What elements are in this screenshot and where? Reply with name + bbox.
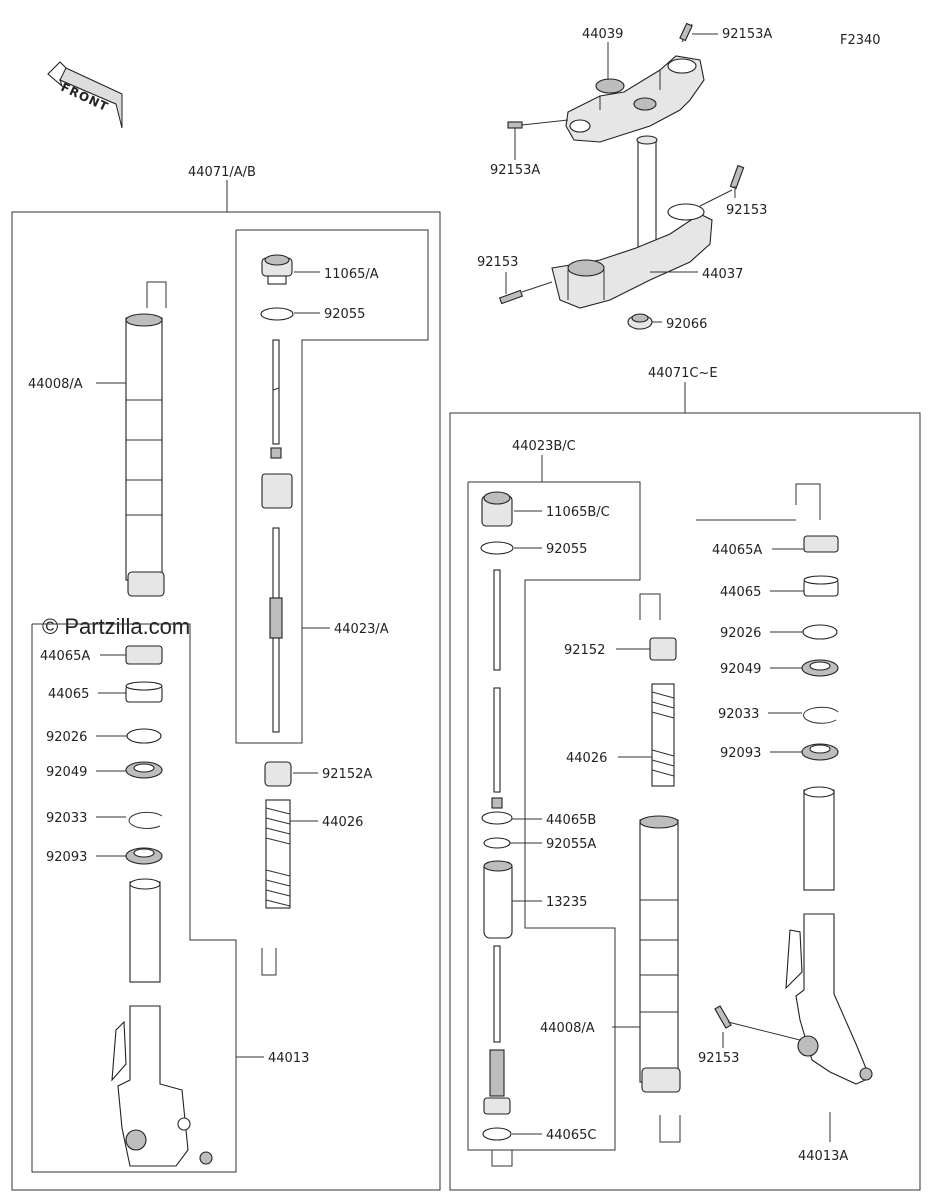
label-44039: 44039 [582, 27, 623, 42]
label-92026-right: 92026 [720, 626, 761, 641]
label-92055-left: 92055 [324, 307, 365, 322]
bushing-44065-right [803, 575, 839, 597]
label-92066: 92066 [666, 317, 707, 332]
label-92093-left: 92093 [46, 850, 87, 865]
label-92033-left: 92033 [46, 811, 87, 826]
label-92153-left: 92153 [477, 255, 518, 270]
cap-bolt-11065A [261, 254, 293, 285]
label-11065A: 11065/A [324, 267, 379, 282]
inner-tube-44013 [111, 878, 213, 1167]
group-box-44071AB [11, 180, 441, 1191]
bushing-44065-left [125, 681, 163, 703]
label-44065C: 44065C [546, 1128, 596, 1143]
cap-92066 [627, 313, 653, 330]
label-44065-left: 44065 [48, 687, 89, 702]
circlip-92033-right [803, 706, 839, 724]
bolt-92153-right [699, 164, 745, 207]
label-92055-mid: 92055 [546, 542, 587, 557]
oil-seal-92049-right [801, 659, 839, 677]
label-44065B: 44065B [546, 813, 596, 828]
washer-92026-left [126, 728, 162, 744]
bolt-92153-lower [714, 1005, 801, 1041]
group-box-44071CE [449, 382, 921, 1191]
inner-tube-44013A [785, 786, 873, 1085]
label-44023BC: 44023B/C [512, 439, 576, 454]
upper-bracket-44039 [565, 55, 705, 143]
steering-stem-44037 [551, 135, 713, 309]
nut-92152 [649, 637, 677, 661]
damper-rod-44023BC [481, 569, 513, 849]
diagram-ref-code: F2340 [840, 33, 881, 48]
label-44065-right: 44065 [720, 585, 761, 600]
label-44071CE: 44071C~E [648, 366, 718, 381]
label-44013A: 44013A [798, 1149, 848, 1164]
washer-92026-right [802, 624, 838, 640]
outer-tube-44008A-left [125, 281, 167, 597]
oil-seal-92049-left [125, 761, 163, 779]
dust-seal-92093-left [125, 847, 163, 865]
label-92049-left: 92049 [46, 765, 87, 780]
label-92049-right: 92049 [720, 662, 761, 677]
spring-44026-left [261, 799, 291, 976]
cartridge-13235 [483, 860, 513, 939]
bolt-92153-left [498, 281, 553, 305]
oring-92055-mid [480, 541, 514, 555]
spring-44026-mid [651, 683, 675, 787]
label-92153-right: 92153 [726, 203, 767, 218]
dust-seal-92093-right [801, 743, 839, 761]
cap-bolt-11065BC [481, 491, 513, 527]
outer-tube-44008A-mid [639, 815, 681, 1143]
subbox-44023BC [467, 481, 641, 1151]
label-44008A-mid: 44008/A [540, 1021, 595, 1036]
bushing-44065A-left [125, 645, 163, 665]
bushing-44065A-right [803, 535, 839, 553]
bolt-92153A-left [507, 119, 569, 129]
label-92152: 92152 [564, 643, 605, 658]
label-92033-right: 92033 [718, 707, 759, 722]
label-92152A: 92152A [322, 767, 372, 782]
label-44026-left: 44026 [322, 815, 363, 830]
subbox-44023A [235, 229, 429, 744]
label-92026-left: 92026 [46, 730, 87, 745]
label-44065A-right: 44065A [712, 543, 762, 558]
label-92153A-top: 92153A [722, 27, 772, 42]
nut-92152A [264, 761, 292, 787]
watermark-text: © Partzilla.com [42, 614, 190, 639]
oring-92055-left [260, 307, 294, 321]
damper-rod-44023A [261, 339, 293, 733]
label-44065A-left: 44065A [40, 649, 90, 664]
bolt-92153A-top [679, 22, 693, 43]
label-92055A: 92055A [546, 837, 596, 852]
label-44071AB: 44071/A/B [188, 165, 256, 180]
label-92153-lower: 92153 [698, 1051, 739, 1066]
label-44023A: 44023/A [334, 622, 389, 637]
label-92093-right: 92093 [720, 746, 761, 761]
label-44008A-left: 44008/A [28, 377, 83, 392]
label-44013: 44013 [268, 1051, 309, 1066]
label-44037: 44037 [702, 267, 743, 282]
label-92153A-left: 92153A [490, 163, 540, 178]
ring-44065C [482, 1127, 512, 1141]
label-13235: 13235 [546, 895, 587, 910]
front-arrow-icon: FRONT [47, 61, 123, 129]
circlip-92033-left [128, 811, 163, 829]
label-11065BC: 11065B/C [546, 505, 610, 520]
rod-lower-44023BC [483, 945, 511, 1115]
label-44026-mid: 44026 [566, 751, 607, 766]
